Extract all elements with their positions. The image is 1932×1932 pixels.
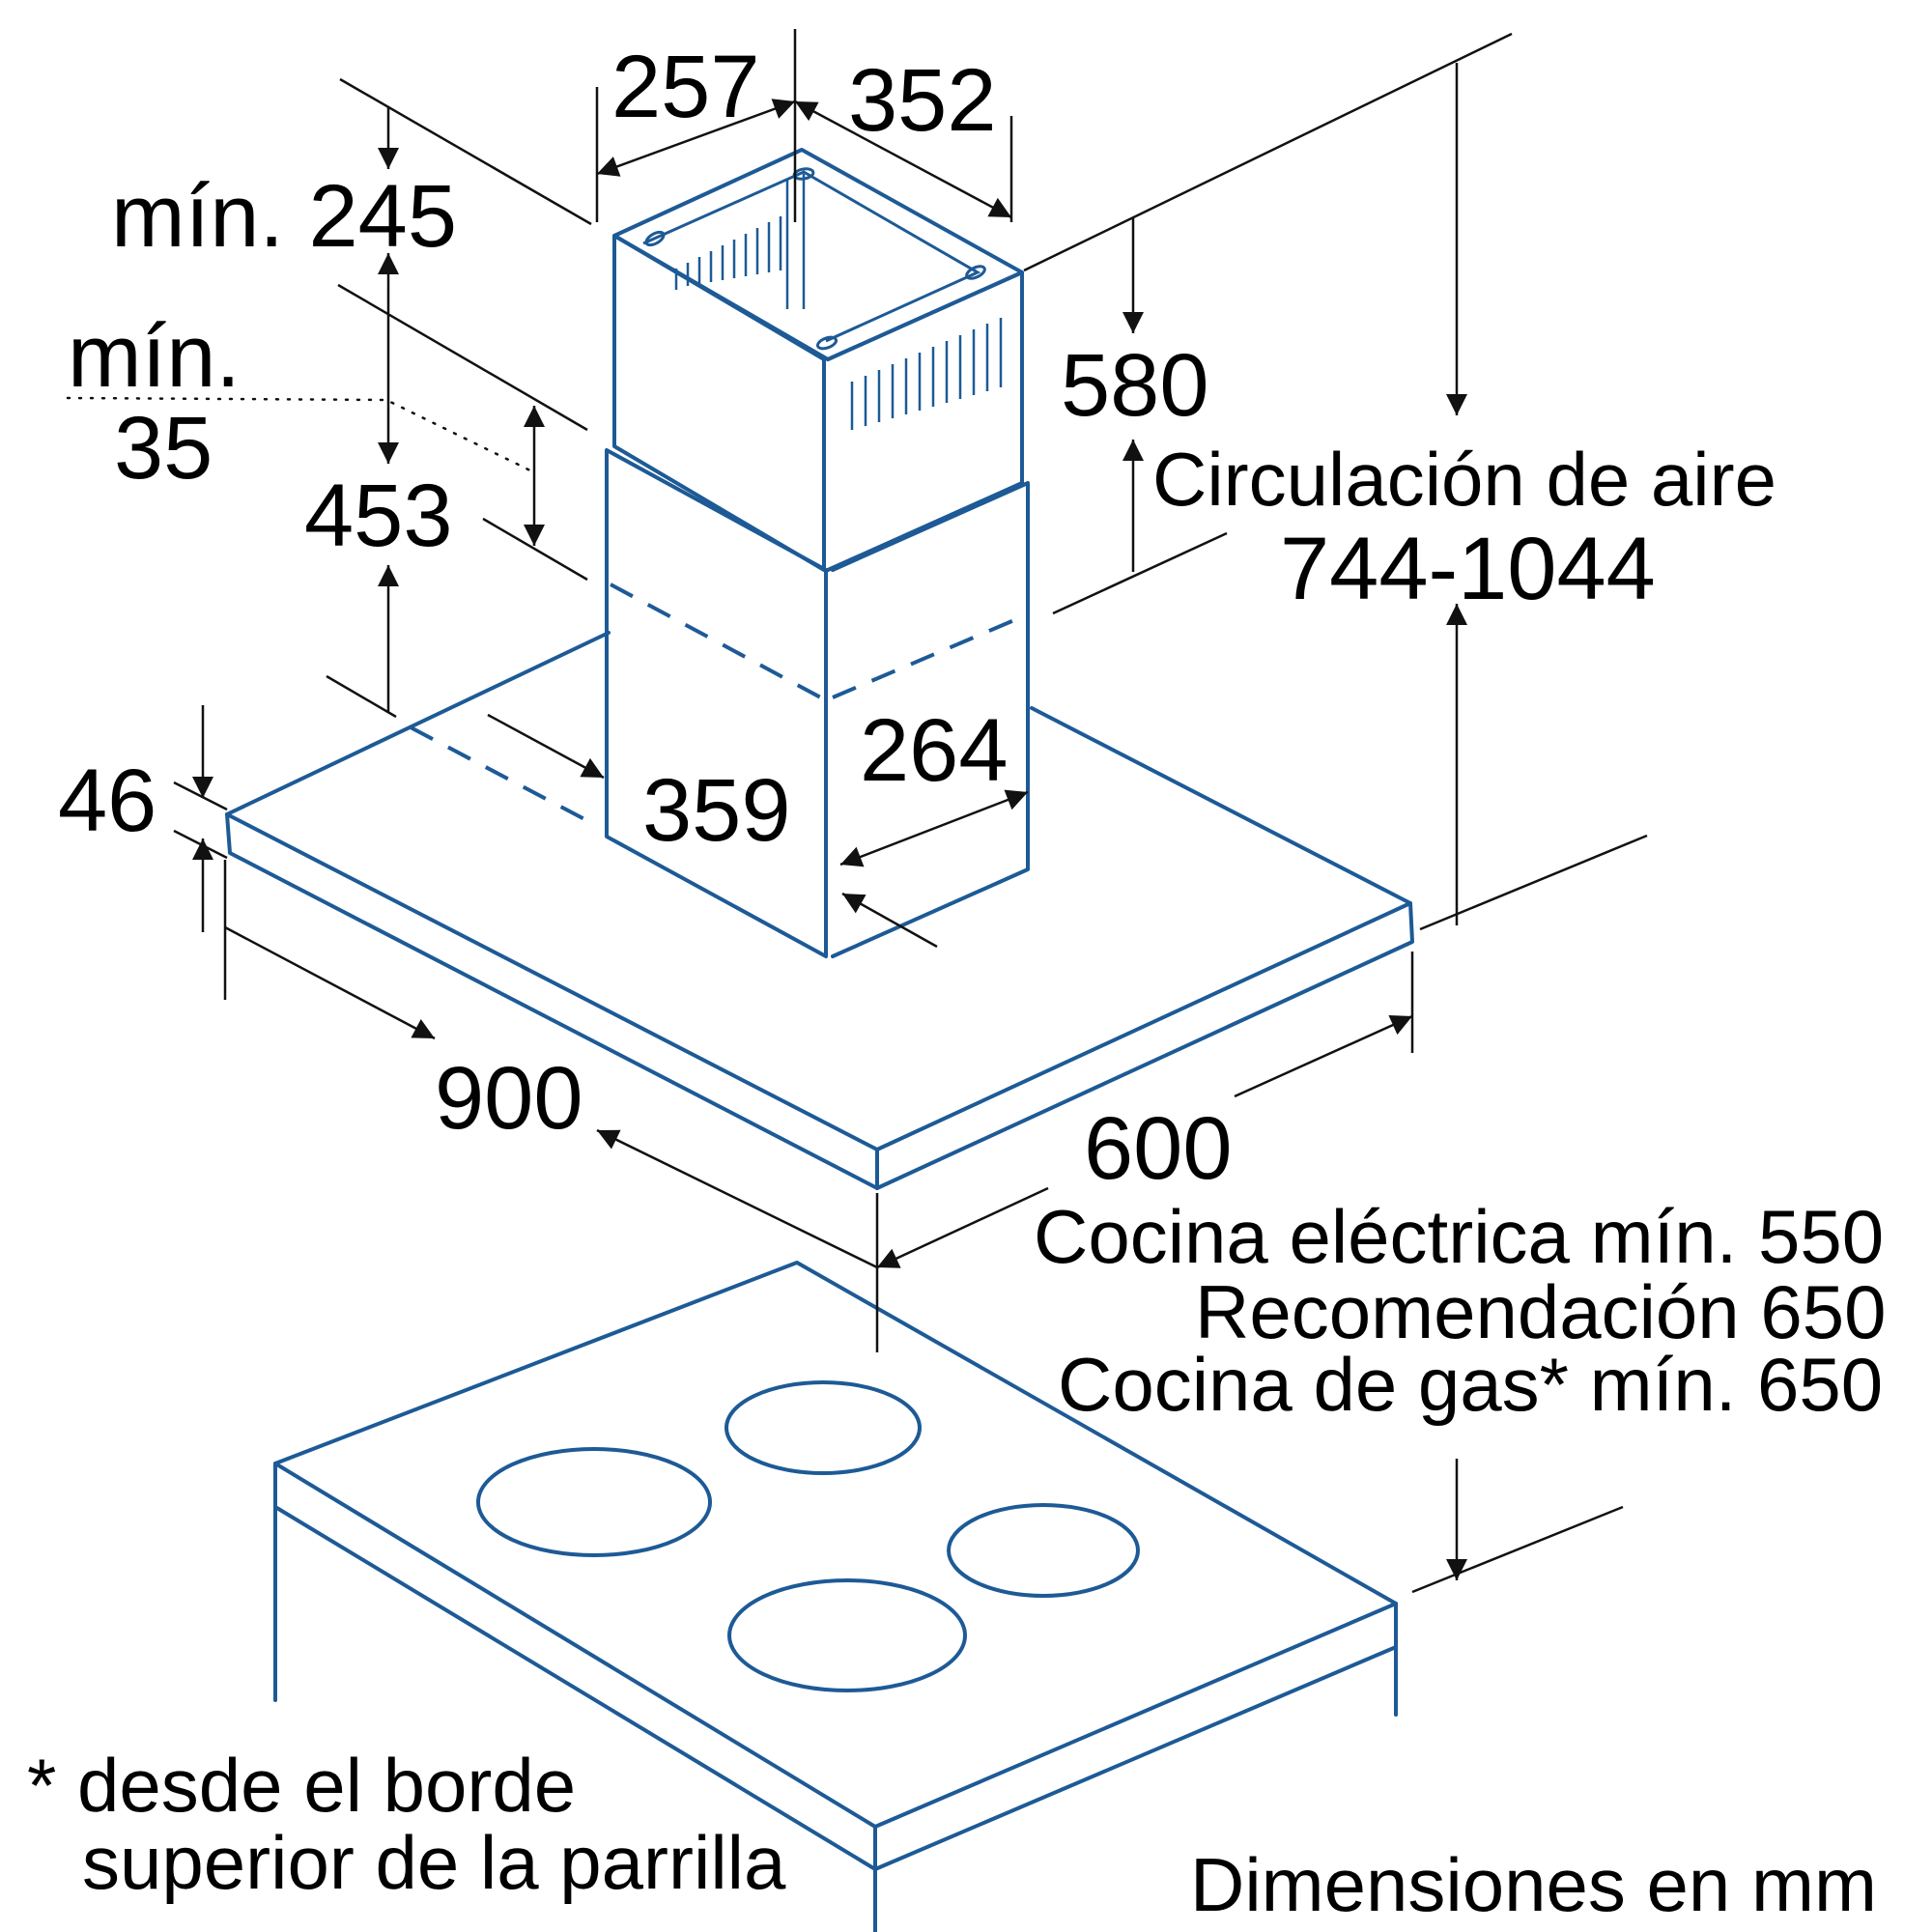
upper-chimney-front [612,234,826,572]
label-264: 264 [860,701,1009,800]
hidden-edge-chimney-side [832,612,1029,699]
canopy-front-left [225,812,879,1190]
label-air-circulation: Circulación de aire [1152,437,1776,522]
dimension-labels: 257 352 mín. 245 mín. 35 453 580 Circula… [27,38,1886,1927]
label-min-245: mín. 245 [111,167,457,266]
upper-chimney-top-frame [612,148,1024,361]
footnote-line1: * desde el borde [27,1743,576,1828]
label-352: 352 [848,51,997,150]
label-453: 453 [304,467,453,565]
lower-chimney-front [605,448,828,958]
burner-right [947,1503,1140,1598]
cooktop-front [273,1462,877,1871]
mount-hole [815,335,838,351]
label-min-35-line1: mín. [68,307,241,406]
label-electric-cooktop: Cocina eléctrica mín. 550 [1034,1194,1884,1279]
label-580: 580 [1061,336,1209,435]
footnote-line2: superior de la parrilla [82,1820,786,1905]
lower-chimney-side [831,481,1030,958]
cooktop-side [873,1602,1398,1871]
burner-front [727,1578,967,1692]
canopy-top [225,631,1412,1151]
mount-hole [644,230,666,247]
upper-chimney-inner-frame [642,170,981,343]
inner-vent-slots [674,174,806,309]
side-vent-grille [850,318,1003,430]
label-gas-cooktop: Cocina de gas* mín. 650 [1058,1342,1883,1427]
label-257: 257 [611,38,760,136]
range-hood [225,148,1414,1190]
burner-back [724,1380,922,1475]
burner-left [476,1447,712,1557]
units-note: Dimensiones en mm [1190,1842,1877,1927]
label-recommendation: Recomendación 650 [1195,1269,1886,1354]
hidden-edge-canopy [410,725,585,821]
label-46: 46 [58,752,156,850]
hidden-edge-chimney-front [610,582,827,702]
canopy-front-right [875,901,1414,1190]
label-600: 600 [1084,1099,1233,1198]
mount-hole [965,265,986,280]
label-900: 900 [435,1049,583,1148]
cooktop [273,1261,1398,1932]
label-min-35-line2: 35 [114,399,213,497]
label-744-1044: 744-1044 [1280,520,1656,618]
label-359: 359 [642,761,791,860]
dimension-lines [66,29,1648,1594]
